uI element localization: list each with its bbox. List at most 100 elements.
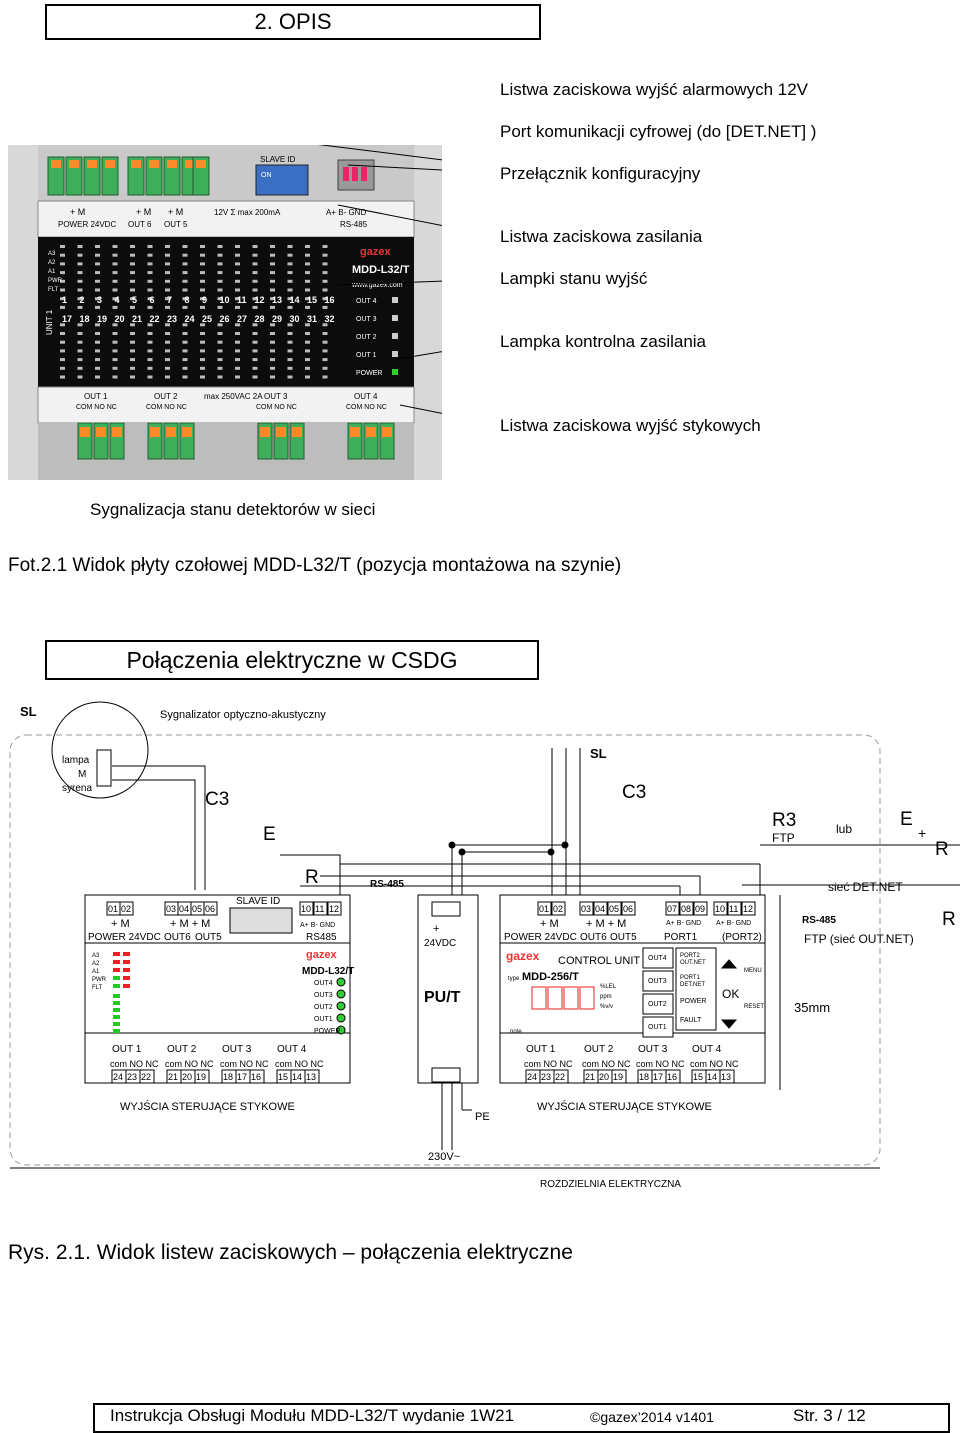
orange-lever: [185, 160, 195, 168]
terminal: [194, 1069, 210, 1084]
seven-segment-digit: [579, 986, 595, 1010]
terminal-number: 01: [108, 904, 118, 914]
photo-bottom-terms: COM NO NC: [346, 404, 387, 411]
terminal: [553, 1069, 569, 1084]
photo-number: 9: [202, 295, 207, 305]
control-unit-label: CONTROL UNIT: [558, 955, 640, 967]
rs485-label-2: RS-485: [802, 915, 836, 926]
orange-lever: [196, 160, 206, 168]
unit-label: %v/v: [600, 1004, 613, 1010]
module2-out-label: OUT1: [648, 1024, 667, 1031]
module1-out-led: [336, 1013, 346, 1023]
orange-lever: [150, 427, 160, 437]
module1-out-led: [336, 977, 346, 987]
type-label: type: [508, 976, 520, 982]
photo-number: 2: [80, 295, 85, 305]
terminal-number: 12: [743, 904, 753, 914]
term-signs: + M + M: [170, 918, 210, 930]
module1-out-led-label: OUT1: [314, 1016, 333, 1023]
seven-segment-digit: [531, 986, 547, 1010]
module1-led-label: A2: [92, 961, 100, 967]
cable-ftp: FTP: [772, 831, 795, 845]
module2-bottom: [499, 1032, 766, 1084]
terminal: [579, 901, 594, 916]
module1-led-label: A3: [92, 953, 100, 959]
terminal-number: 09: [695, 904, 705, 914]
footer-title: Instrukcja Obsługi Modułu MDD-L32/T wyda…: [110, 1406, 515, 1425]
terminal: [713, 901, 728, 916]
terminal-number: 10: [715, 904, 725, 914]
module1-out-led: [336, 1001, 346, 1011]
orange-lever: [80, 427, 90, 437]
note-label: note: [510, 1029, 522, 1035]
photo-out-led-label: OUT 3: [356, 316, 377, 323]
terminal: [203, 901, 218, 916]
module1-out-label: OUT 1: [112, 1044, 142, 1055]
sl-badge-2: SL: [590, 746, 607, 761]
photo-number: 31: [307, 314, 317, 324]
orange-lever: [350, 427, 360, 437]
module1-out-led: [336, 1025, 346, 1035]
cable-r-2: R: [935, 839, 949, 860]
terminal-number: 18: [639, 1072, 649, 1082]
terminal-number: 20: [182, 1072, 192, 1082]
photo-switch-on: ON: [261, 172, 272, 179]
terminal: [679, 901, 694, 916]
module1-out-label: OUT 3: [222, 1044, 252, 1055]
photo-out-led: [392, 351, 398, 357]
photo-number: 27: [237, 314, 247, 324]
terminal: [665, 1069, 681, 1084]
module2-com-label: com NO NC: [636, 1059, 685, 1069]
module1-label: OUT6: [164, 932, 191, 943]
terminal: [611, 1069, 627, 1084]
callout-power-led: Lampka kontrolna zasilania: [500, 332, 707, 351]
terminal-number: 02: [553, 904, 563, 914]
switchboard-label: ROZDZIELNIA ELEKTRYCZNA: [540, 1179, 681, 1190]
photo-top-label-2: OUT 6: [128, 220, 152, 229]
photo-number: 10: [220, 295, 230, 305]
module2-com-label: com NO NC: [690, 1059, 739, 1069]
photo-number: 16: [325, 295, 335, 305]
footer-page: Str. 3 / 12: [793, 1406, 866, 1425]
terminal: [741, 901, 756, 916]
photo-callout-line: [318, 145, 442, 161]
rs-signs: A+ B- GND: [300, 922, 335, 929]
photo-rs485: RS-485: [340, 220, 368, 229]
footer-box: [93, 1403, 950, 1433]
photo-max-rating: max 250VAC 2A: [204, 392, 263, 401]
photo-number: 29: [272, 314, 282, 324]
photo-top-label-1: POWER 24VDC: [58, 220, 116, 229]
terminal-number: 05: [609, 904, 619, 914]
lamp-label: M: [78, 769, 86, 780]
module1-com-label: com NO NC: [110, 1059, 159, 1069]
photo-number: 6: [150, 295, 155, 305]
terminal: [665, 901, 680, 916]
terminal-number: 06: [205, 904, 215, 914]
photo-number: 18: [80, 314, 90, 324]
module2-out-label: OUT3: [648, 978, 667, 985]
module1-led: [123, 952, 130, 956]
orange-lever: [182, 427, 192, 437]
photo-number: 11: [237, 295, 247, 305]
photo-number: 4: [115, 295, 120, 305]
photo-callout-line: [399, 404, 442, 414]
terminal-number: 03: [166, 904, 176, 914]
photo-number: 14: [290, 295, 300, 305]
menu-label: MENU: [744, 968, 762, 974]
terminal-number: 19: [196, 1072, 206, 1082]
module2-out-box: [642, 947, 674, 969]
photo-out-led: [392, 369, 398, 375]
photo-bottom-terms: COM NO NC: [146, 404, 187, 411]
photo-bottom-out: OUT 2: [154, 392, 178, 401]
orange-lever: [292, 427, 302, 437]
term-signs: A+ B- GND: [716, 920, 751, 927]
photo-number: 25: [202, 314, 212, 324]
terminal: [139, 1069, 155, 1084]
photo-number: 28: [255, 314, 265, 324]
module1-led-label: PWR: [92, 977, 107, 983]
ok-label: OK: [722, 987, 739, 1001]
terminal-number: 05: [192, 904, 202, 914]
module2-out-block-label: OUT 1: [526, 1044, 556, 1055]
orange-lever: [51, 160, 61, 168]
module2-out-label: OUT2: [648, 1001, 667, 1008]
